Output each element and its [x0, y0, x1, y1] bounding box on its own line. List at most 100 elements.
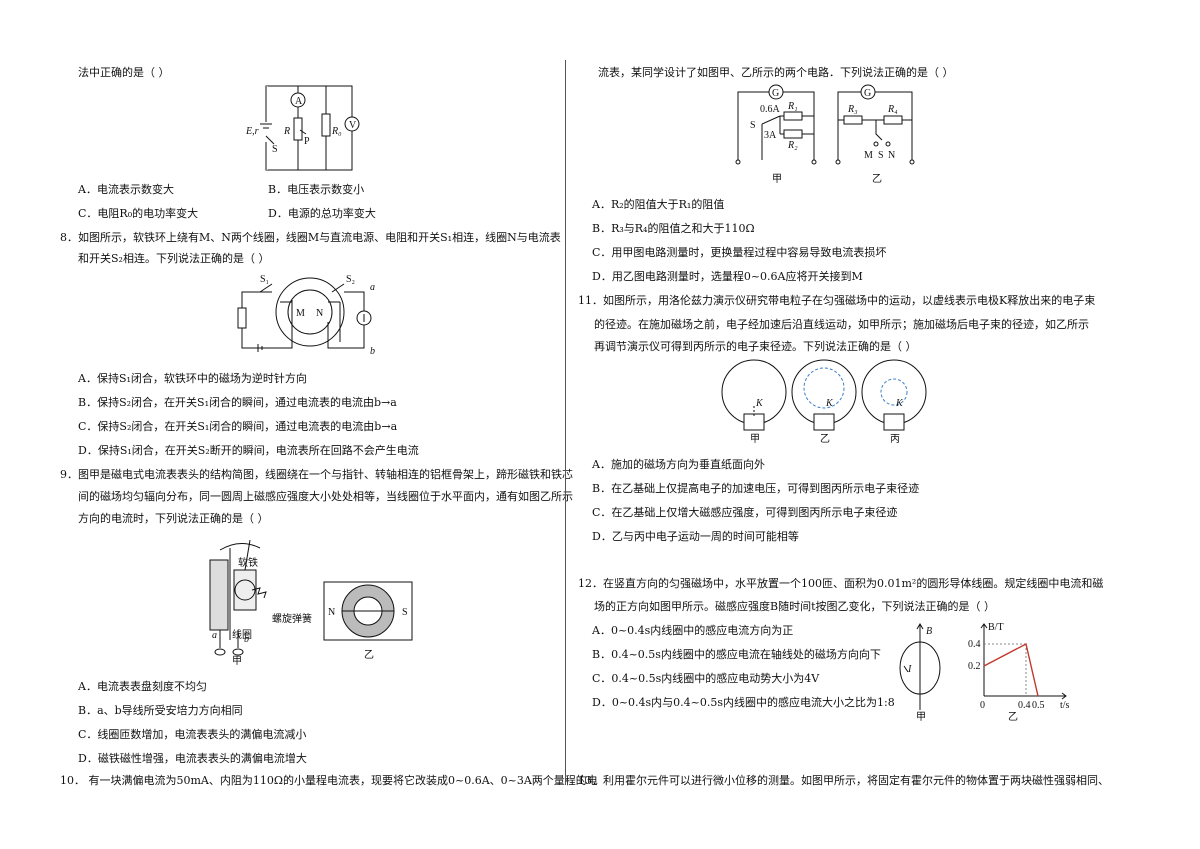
- current-3-label: 3A: [764, 130, 777, 141]
- g-label: G: [772, 88, 779, 99]
- q10-option-a: A．R₂的阻值大于R₁的阻值: [592, 198, 725, 211]
- q8-option-a: A．保持S₁闭合，软铁环中的磁场为逆时针方向: [78, 372, 307, 385]
- electrode-k-label: K: [825, 398, 834, 409]
- q12-option-c: C．0.4~0.5s内线圈中的感应电动势大小为4V: [592, 672, 820, 685]
- q10-option-b: B．R₃与R₄的阻值之和大于110Ω: [592, 222, 755, 235]
- q12-option-d: D．0~0.4s内与0.4~0.5s内线圈中的感应电流大小之比为1:8: [592, 696, 895, 709]
- r2-label: R₂: [787, 140, 798, 151]
- q11-option-b: B．在乙基础上仅提高电子的加速电压，可得到图丙所示电子束径迹: [592, 482, 920, 495]
- q10-stem-line1: 10． 有一块满偏电流为50mA、内阻为110Ω的小量程电流表，现要将它改装成0…: [60, 774, 598, 787]
- s1-label: S₁: [260, 274, 269, 285]
- fig-yi-label: 乙: [820, 433, 830, 445]
- x-tick-05: 0.5: [1032, 700, 1045, 711]
- q9-stem-line1: 9．图甲是磁电式电流表表头的结构简图，线圈绕在一个与指针、转轴相连的铝框骨架上，…: [60, 468, 573, 481]
- pole-s-label: S: [402, 607, 408, 618]
- fig-yi-label: 乙: [872, 173, 882, 185]
- q12-stem-line1: 12．在竖直方向的匀强磁场中，水平放置一个100匝、面积为0.01m²的圆形导体…: [578, 577, 1104, 590]
- q9-option-c: C．线圈匝数增加，电流表表头的满偏电流减小: [78, 728, 307, 741]
- r4-label: R₄: [887, 104, 898, 115]
- q12-b-t-graph: B/T t/s 0.4 0.2 0 0.4 0.5 乙: [968, 622, 1070, 723]
- fig-yi-label: 乙: [1008, 711, 1018, 723]
- spiral-spring-label: 螺旋弹簧: [272, 612, 312, 625]
- x-tick-0: 0: [980, 700, 985, 711]
- q11-stem-line1: 11．如图所示，用洛伦兹力演示仪研究带电粒子在匀强磁场中的运动，以虚线表示电极K…: [578, 294, 1096, 307]
- q10-stem-line2: 流表，某同学设计了如图甲、乙所示的两个电路．下列说法正确的是（ ）: [598, 66, 954, 79]
- q8-stem-line2: 和开关S₂相连。下列说法正确的是（ ）: [78, 252, 270, 265]
- x-tick-04: 0.4: [1018, 700, 1031, 711]
- switch-s-label: S: [878, 150, 884, 161]
- x-axis-label: t/s: [1060, 700, 1070, 711]
- rheostat-label: R: [283, 126, 290, 137]
- q8-iron-ring-diagram: S₁ S₂ M N a b: [237, 274, 375, 357]
- i-label: I: [907, 664, 912, 675]
- q10-circuit-jia: G 0.6A 3A R₁ R₂ S 甲: [735, 84, 817, 185]
- source-label: E,r: [245, 126, 259, 137]
- q11-stem-line3: 再调节演示仪可得到丙所示的电子束径迹。下列说法正确的是（ ）: [594, 340, 917, 353]
- terminal-a-label: a: [370, 282, 375, 293]
- q10-option-c: C．用甲图电路测量时，更换量程过程中容易导致电流表损坏: [592, 246, 887, 259]
- q7-stem-tail: 法中正确的是（ ）: [78, 66, 170, 79]
- switch-s-label: S: [750, 120, 756, 131]
- terminal-b-label: b: [370, 346, 375, 357]
- electrode-k-label: K: [755, 398, 764, 409]
- terminal-m-label: M: [864, 150, 873, 161]
- ammeter-label: A: [295, 96, 303, 107]
- fig-jia-label: 甲: [232, 656, 242, 667]
- r1-label: R₁: [787, 101, 798, 112]
- q11-option-a: A．施加的磁场方向为垂直纸面向外: [592, 458, 765, 471]
- coil-m-label: M: [296, 308, 305, 319]
- q7-option-d: D．电源的总功率变大: [268, 207, 376, 220]
- q9-galvanometer-structure-diagram: 软铁 螺旋弹簧 线圈 a b 甲: [209, 539, 312, 667]
- fig-bing-label: 丙: [890, 434, 900, 445]
- voltmeter-label: V: [349, 120, 357, 131]
- iron-core-label: 软铁: [238, 556, 258, 569]
- q8-option-d: D．保持S₁闭合，在开关S₂断开的瞬间，电流表所在回路不会产生电流: [78, 444, 419, 457]
- pole-n-label: N: [328, 607, 335, 618]
- q10-option-d: D．用乙图电路测量时，选量程0~0.6A应将开关接到M: [592, 270, 863, 283]
- slider-label: P: [304, 136, 310, 147]
- coil-n-label: N: [316, 308, 323, 319]
- q9-stem-line3: 方向的电流时，下列说法正确的是（ ）: [78, 512, 269, 525]
- q12-option-b: B．0.4~0.5s内线圈中的感应电流在轴线处的磁场方向向下: [592, 648, 881, 661]
- q10-circuit-yi: G R₃ R₄ M S N 乙: [835, 84, 915, 185]
- g-label: G: [864, 88, 871, 99]
- s2-label: S₂: [346, 274, 355, 285]
- q8-stem-line1: 8．如图所示，软铁环上绕有M、N两个线圈，线圈M与直流电源、电阻和开关S₁相连，…: [60, 231, 561, 244]
- q11-option-c: C．在乙基础上仅增大磁感应强度，可得到图丙所示电子束径迹: [592, 506, 898, 519]
- q7-option-b: B．电压表示数变小: [268, 183, 365, 196]
- terminal-n-label: N: [888, 150, 895, 161]
- q8-option-c: C．保持S₂闭合，在开关S₁闭合的瞬间，通过电流表的电流由b→a: [78, 420, 398, 433]
- electrode-k-label: K: [895, 398, 904, 409]
- q7-option-c: C．电阻R₀的电功率变大: [78, 207, 199, 220]
- q9-option-a: A．电流表表盘刻度不均匀: [78, 680, 207, 693]
- fig-yi-label: 乙: [364, 649, 374, 661]
- y-tick-04: 0.4: [968, 639, 981, 650]
- coil-label: 线圈: [232, 628, 252, 641]
- b-label: B: [926, 626, 932, 637]
- r3-label: R₃: [847, 104, 858, 115]
- q7-circuit-diagram: A V E,r S R P R₀: [245, 85, 360, 171]
- q9-stem-line2: 间的磁场均匀辐向分布，同一圆周上磁感应强度大小处处相等，当线圈位于水平面内，通有…: [78, 490, 573, 503]
- q8-option-b: B．保持S₂闭合，在开关S₁闭合的瞬间，通过电流表的电流由b→a: [78, 396, 397, 409]
- fig-jia-label: 甲: [916, 712, 926, 723]
- q12-coil-diagram: B I 甲: [899, 623, 941, 723]
- fig-jia-label: 甲: [750, 434, 760, 445]
- column-divider: [565, 60, 566, 785]
- q9-radial-field-diagram: N S 乙: [323, 581, 413, 661]
- q9-option-d: D．磁铁磁性增强，电流表表头的满偏电流增大: [78, 752, 307, 765]
- q11-stem-line2: 的径迹。在施加磁场之前，电子经加速后沿直线运动，如甲所示；施加磁场后电子束的径迹…: [594, 318, 1089, 331]
- wire-b-label: b: [244, 634, 249, 645]
- resistor-r0-label: R₀: [331, 126, 342, 137]
- y-axis-label: B/T: [988, 622, 1004, 633]
- q12-option-a: A．0~0.4s内线圈中的感应电流方向为正: [592, 624, 794, 637]
- q11-lorentz-demo-diagrams: K K K 甲 乙 丙: [721, 359, 927, 445]
- y-tick-02: 0.2: [968, 661, 981, 672]
- wire-a-label: a: [212, 630, 217, 641]
- q11-option-d: D．乙与丙中电子运动一周的时间可能相等: [592, 530, 799, 543]
- q13-stem-line1: 13．利用霍尔元件可以进行微小位移的测量。如图甲所示，将固定有霍尔元件的物体置于…: [578, 774, 1109, 787]
- q7-option-a: A．电流表示数变大: [78, 183, 174, 196]
- fig-jia-label: 甲: [772, 174, 782, 185]
- q12-stem-line2: 场的正方向如图甲所示。磁感应强度B随时间t按图乙变化，下列说法正确的是（ ）: [594, 600, 995, 613]
- switch-label: S: [272, 144, 278, 155]
- current-06-label: 0.6A: [760, 104, 781, 115]
